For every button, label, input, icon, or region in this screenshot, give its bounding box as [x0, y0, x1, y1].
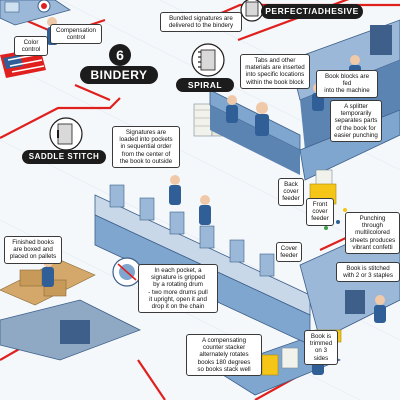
boxing-station [0, 257, 141, 361]
note-punching-confetti: Punching through multilcolored sheets pr… [345, 212, 400, 255]
note-front-cover-feeder: Front cover feeder [306, 198, 334, 226]
press-console [0, 0, 71, 26]
note-book-stitched: Book is stitched with 2 or 3 staples [336, 262, 400, 283]
section-number-badge: 6 [109, 44, 131, 66]
note-book-trimmed: Book is trimmed on 3 sides [304, 330, 338, 365]
section-title-bindery: BINDERY [80, 66, 158, 84]
note-color-control: Color control [14, 36, 48, 57]
spiral-workstation [209, 89, 301, 175]
note-tabs-inserted: Tabs and other materials are inserted in… [240, 54, 310, 89]
note-finished-books: Finished books are boxed and placed on p… [4, 236, 62, 264]
perfect-bound-book-icon [240, 0, 264, 22]
note-back-cover-feeder: Back cover feeder [278, 178, 304, 206]
note-splitter: A splitter temporarily separates parts o… [330, 100, 382, 143]
note-counter-stacker: A compensating counter stacker alternate… [186, 334, 262, 377]
note-compensation-control: Compensation control [50, 24, 102, 45]
note-bundled-signatures: Bundled signatures are delivered to the … [160, 12, 242, 33]
rotating-drum-detail [112, 257, 142, 287]
saddle-stitch-booklet-icon [49, 117, 83, 151]
flag-sample-sheets [0, 48, 46, 78]
note-signatures-loaded: Signatures are loaded into pockets in se… [112, 126, 180, 169]
note-cover-feeder: Cover feeder [276, 242, 302, 263]
method-label-perfect-adhesive: PERFECT/ADHESIVE [261, 4, 363, 19]
note-book-blocks-fed: Book blocks are fed into the machine [316, 70, 378, 98]
method-label-spiral: SPIRAL [176, 78, 234, 92]
spiral-book-icon [191, 43, 225, 77]
method-label-saddle-stitch: SADDLE STITCH [22, 150, 106, 164]
note-pocket-gripped: In each pocket, a signature is gripped b… [138, 264, 218, 314]
